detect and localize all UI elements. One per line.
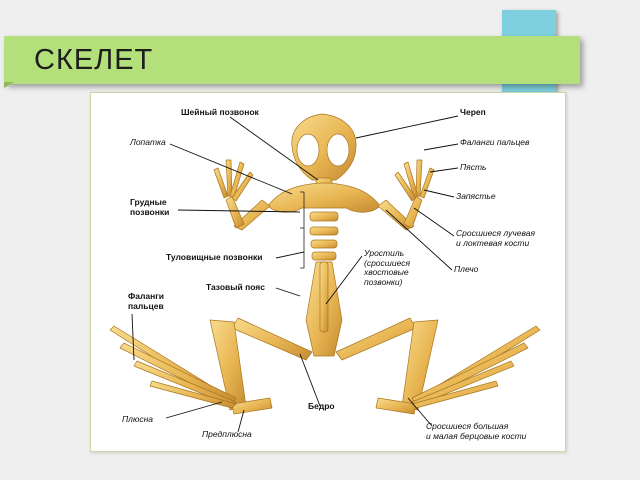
leader-lines — [131, 115, 459, 433]
shoulder-girdle-shape — [267, 182, 381, 213]
label-shoulder: Плечо — [454, 264, 479, 274]
label-radius-ulna: Сросшиеся лучевая и локтевая кости — [456, 228, 536, 248]
label-cervical-vertebra: Шейный позвонок — [181, 107, 259, 117]
label-finger-phalanges-top: Фаланги пальцев — [460, 137, 530, 147]
left-foot-bones — [109, 325, 237, 409]
label-femur: Бедро — [308, 401, 335, 411]
label-thoracic-vertebrae: Грудные позвонки — [130, 197, 170, 217]
right-hand-bones — [394, 159, 435, 202]
right-foot-bones — [411, 325, 541, 409]
label-tarsus: Предплюсна — [202, 429, 252, 439]
label-finger-phalanges-bottom: Фаланги пальцев — [128, 291, 165, 311]
label-tibia-fibula: Сросшиеся большая и малая берцовые кости — [426, 421, 527, 441]
right-tarsus — [375, 397, 417, 415]
left-tarsus — [231, 397, 273, 415]
eye-socket-right — [326, 133, 350, 167]
title-bar-fold — [4, 82, 14, 88]
eye-socket-left — [296, 133, 320, 167]
label-pelvic-girdle: Тазовый пояс — [206, 282, 265, 292]
label-urostyle: Уростиль (сросшиеся хвостовые позвонки) — [364, 248, 410, 287]
left-forearm — [225, 195, 245, 229]
right-femur — [335, 317, 417, 361]
urostyle-shape — [319, 261, 329, 333]
slide-title: СКЕЛЕТ — [34, 44, 154, 76]
label-scapula: Лопатка — [130, 137, 166, 147]
title-bar: СКЕЛЕТ — [4, 36, 580, 88]
left-hand-bones — [213, 159, 254, 202]
label-wrist: Запястье — [456, 191, 496, 201]
label-metatarsus: Плюсна — [122, 414, 153, 424]
vertebrae-bracket — [300, 191, 305, 269]
left-femur — [231, 317, 313, 361]
label-skull: Череп — [460, 107, 486, 117]
label-trunk-vertebrae: Туловищные позвонки — [166, 252, 263, 262]
left-tibia — [209, 319, 247, 411]
label-metacarpus: Пясть — [460, 162, 487, 172]
